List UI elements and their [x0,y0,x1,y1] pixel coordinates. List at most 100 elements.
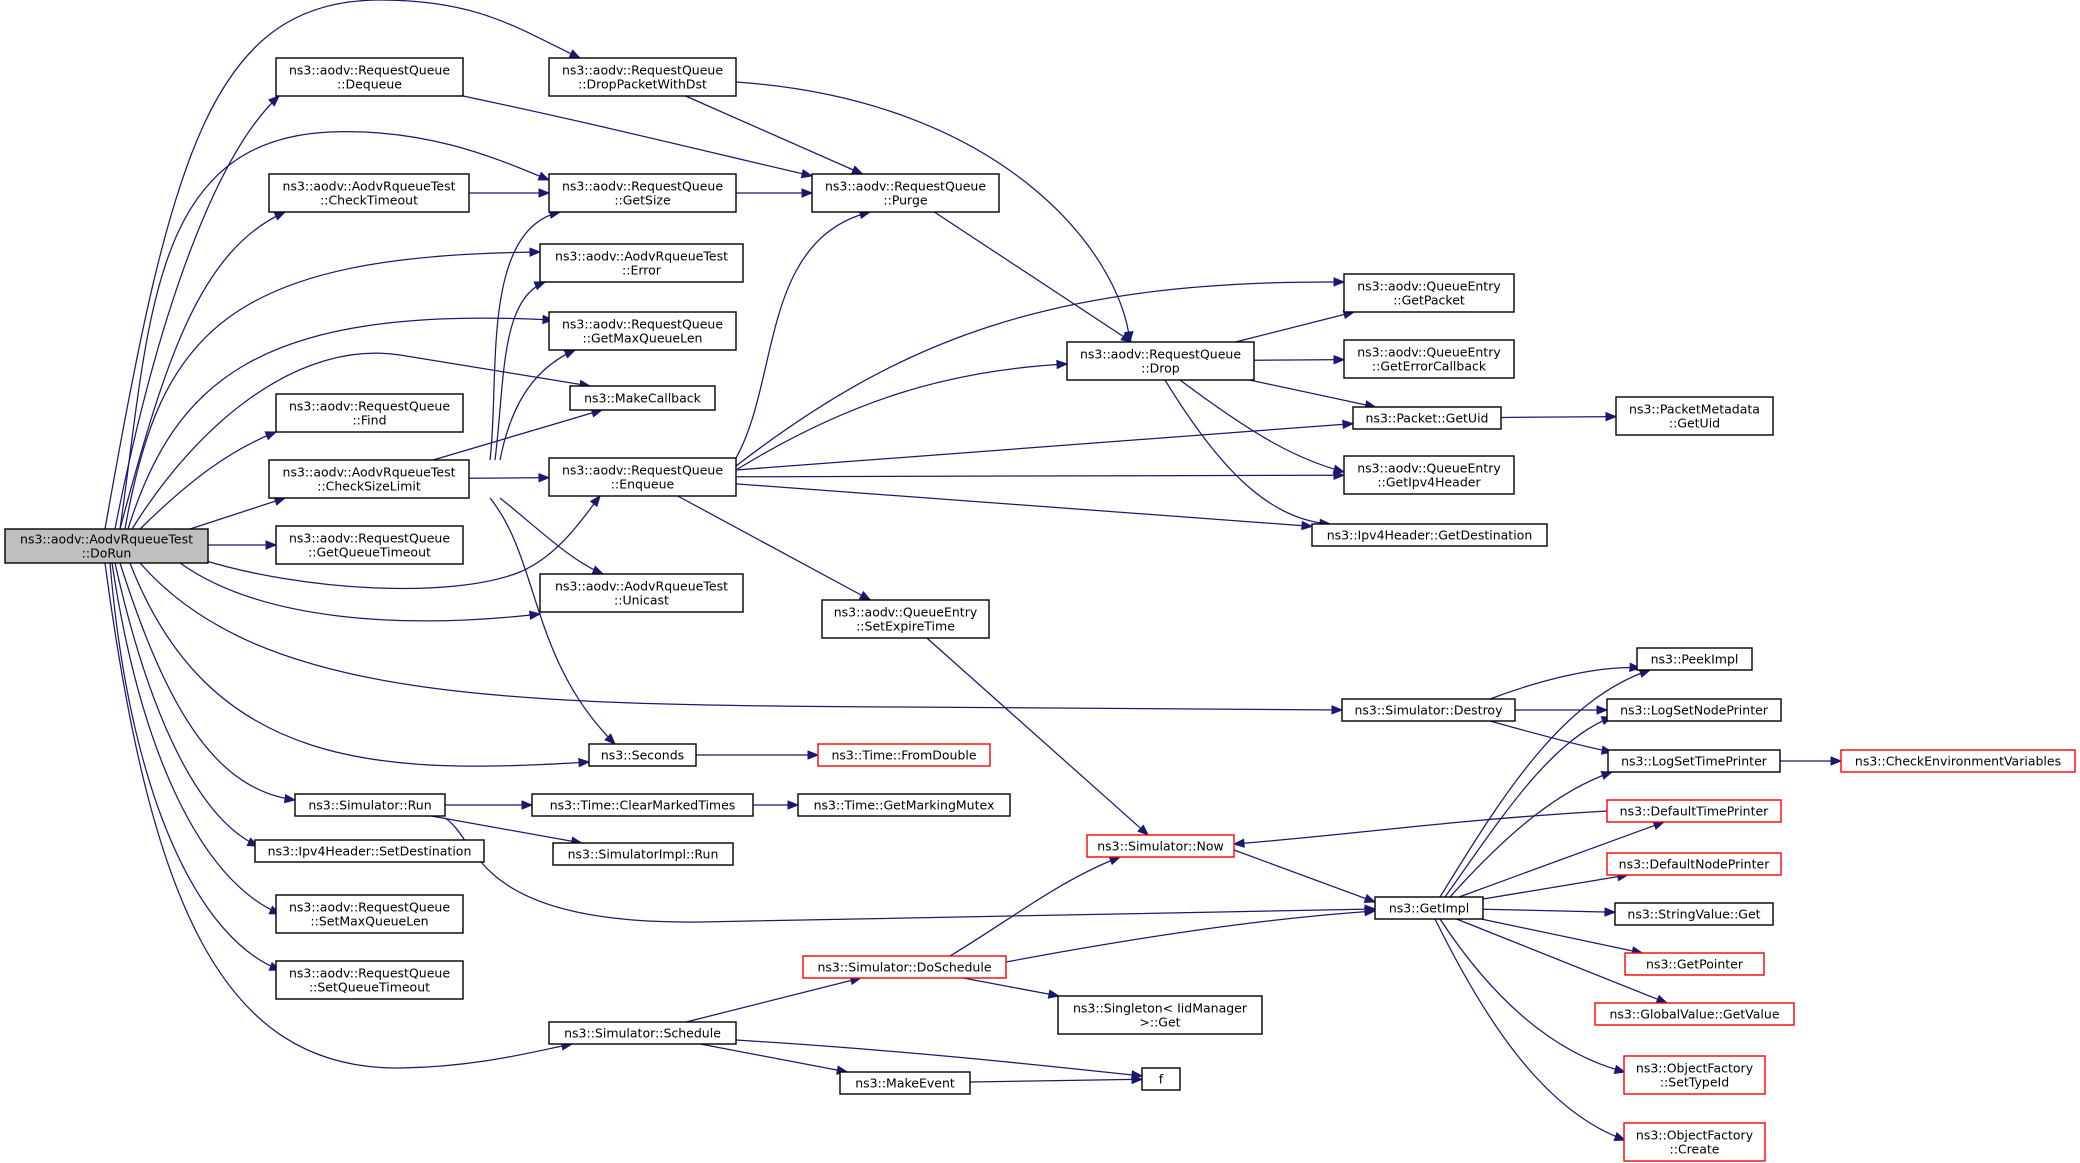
node-globalValueGetValue[interactable]: ns3::GlobalValue::GetValue [1594,1002,1795,1026]
arrowhead-icon [538,473,551,483]
arrowhead-icon [1604,907,1617,917]
call-edge-clearMarkedTimes-to-getMarkingMutex [753,800,800,810]
node-label: ::SetQueueTimeout [309,980,430,995]
node-getImpl[interactable]: ns3::GetImpl [1374,896,1484,920]
node-create[interactable]: ns3::ObjectFactory::Create [1623,1122,1766,1162]
node-label: ns3::Time::ClearMarkedTimes [550,798,736,813]
call-edge-checkSizeLimit-to-error [494,281,547,461]
node-label: ns3::Simulator::Destroy [1355,703,1504,718]
node-peekImpl[interactable]: ns3::PeekImpl [1636,647,1753,671]
node-drop[interactable]: ns3::aodv::RequestQueue::Drop [1066,341,1255,381]
node-simImplRun[interactable]: ns3::SimulatorImpl::Run [552,842,734,866]
node-label: ns3::aodv::AodvRqueueTest [555,249,728,264]
node-doSchedule[interactable]: ns3::Simulator::DoSchedule [802,955,1007,979]
node-logSetTimePrinter[interactable]: ns3::LogSetTimePrinter [1607,749,1781,773]
node-enqueue[interactable]: ns3::aodv::RequestQueue::Enqueue [548,457,737,497]
call-edge-dropPacketWithDst-to-purge [685,95,864,175]
node-setQueueTimeout[interactable]: ns3::aodv::RequestQueue::SetQueueTimeout [275,960,464,1000]
node-purge[interactable]: ns3::aodv::RequestQueue::Purge [811,173,1000,213]
node-label: ::GetQueueTimeout [308,545,431,560]
arrowhead-icon [568,49,582,59]
node-logSetNodePrinter[interactable]: ns3::LogSetNodePrinter [1606,698,1782,722]
node-checkSizeLimit[interactable]: ns3::aodv::AodvRqueueTest::CheckSizeLimi… [268,459,470,499]
node-find[interactable]: ns3::aodv::RequestQueue::Find [275,393,464,433]
arrowhead-icon [1363,893,1377,903]
arrowhead-icon [1232,838,1245,848]
call-edge-doRun-to-getQueueTimeout [203,540,278,550]
arrowhead-icon [1332,464,1346,474]
arrowhead-icon [265,540,278,550]
call-edge-doRun-to-checkSizeLimit [189,496,287,530]
node-box [548,1021,737,1045]
node-setMaxQueueLen[interactable]: ns3::aodv::RequestQueue::SetMaxQueueLen [275,894,464,934]
node-setDestination[interactable]: ns3::Ipv4Header::SetDestination [254,839,485,863]
node-makeCallback[interactable]: ns3::MakeCallback [569,385,716,411]
call-edge-doRun-to-unicast [179,562,542,622]
call-edge-dequeue-to-purge [462,95,814,179]
node-checkEnvVars[interactable]: ns3::CheckEnvironmentVariables [1840,749,2076,773]
node-seconds[interactable]: ns3::Seconds [588,743,697,767]
call-edge-doRun-to-makeCallback [131,352,592,530]
node-metadataGetUid[interactable]: ns3::PacketMetadata::GetUid [1615,396,1774,436]
arrowhead-icon [787,800,800,810]
arrowhead-icon [1596,705,1609,715]
node-label: ns3::aodv::RequestQueue [562,317,723,332]
node-dequeue[interactable]: ns3::aodv::RequestQueue::Dequeue [275,57,464,97]
node-checkTimeout[interactable]: ns3::aodv::AodvRqueueTest::CheckTimeout [268,173,470,213]
node-makeEvent[interactable]: ns3::MakeEvent [839,1071,971,1095]
node-schedule[interactable]: ns3::Simulator::Schedule [548,1021,737,1045]
node-getMaxQueueLen[interactable]: ns3::aodv::RequestQueue::GetMaxQueueLen [548,311,737,351]
node-box [1311,523,1548,547]
node-simDestroy[interactable]: ns3::Simulator::Destroy [1341,698,1516,722]
node-stringValueGet[interactable]: ns3::StringValue::Get [1614,902,1774,926]
node-defaultTimePrinter[interactable]: ns3::DefaultTimePrinter [1606,799,1782,823]
call-edge-checkSizeLimit-to-seconds [489,497,616,745]
node-setExpireTime[interactable]: ns3::aodv::QueueEntry::SetExpireTime [821,599,990,639]
node-box [1606,698,1782,722]
node-label: ns3::StringValue::Get [1627,907,1760,922]
node-f[interactable]: f [1141,1067,1181,1091]
node-label: ns3::aodv::RequestQueue [1080,347,1241,362]
node-dropPacketWithDst[interactable]: ns3::aodv::RequestQueue::DropPacketWithD… [548,57,737,97]
node-getQueueTimeout[interactable]: ns3::aodv::RequestQueue::GetQueueTimeout [275,525,464,565]
node-error[interactable]: ns3::aodv::AodvRqueueTest::Error [539,243,744,283]
node-setTypeId[interactable]: ns3::ObjectFactory::SetTypeId [1623,1055,1766,1095]
node-label: ns3::Simulator::Now [1097,839,1224,854]
node-label: ns3::CheckEnvironmentVariables [1855,754,2061,769]
call-edge-doRun-to-simRun [119,562,297,804]
arrowhead-icon [1613,1064,1627,1074]
node-getMarkingMutex[interactable]: ns3::Time::GetMarkingMutex [797,793,1011,817]
call-edge-simDestroy-to-logSetNodePrinter [1515,705,1609,715]
arrowhead-icon [1605,411,1618,422]
node-simRun[interactable]: ns3::Simulator::Run [294,793,446,817]
node-defaultNodePrinter[interactable]: ns3::DefaultNodePrinter [1606,852,1782,876]
node-fromDouble[interactable]: ns3::Time::FromDouble [817,743,991,767]
node-label: ns3::Simulator::DoSchedule [817,960,991,975]
node-label: ns3::aodv::RequestQueue [562,63,723,78]
call-edge-simRun-to-getImpl [444,817,1377,923]
arrowhead-icon [268,95,280,107]
node-getPacket[interactable]: ns3::aodv::QueueEntry::GetPacket [1343,273,1515,313]
node-getIpv4Header[interactable]: ns3::aodv::QueueEntry::GetIpv4Header [1343,455,1515,495]
node-box [1606,799,1782,823]
node-getErrorCallback[interactable]: ns3::aodv::QueueEntry::GetErrorCallback [1343,339,1515,379]
node-singletonGet[interactable]: ns3::Singleton< IidManager >::Get [1057,995,1263,1035]
arrowhead-icon [807,750,820,760]
arrowhead-icon [283,793,297,804]
call-edge-makeEvent-to-f [969,1074,1144,1085]
node-label: ns3::MakeCallback [584,391,702,406]
node-simNow[interactable]: ns3::Simulator::Now [1086,834,1235,858]
node-label: >::Get [1139,1015,1180,1030]
node-getSize[interactable]: ns3::aodv::RequestQueue::GetSize [548,173,737,213]
arrowhead-icon [542,314,555,325]
node-box [275,57,464,97]
call-edge-enqueue-to-drop [735,359,1069,471]
node-packetGetUid[interactable]: ns3::Packet::GetUid [1352,406,1502,430]
arrowhead-icon [264,431,278,441]
node-doRun[interactable]: ns3::aodv::AodvRqueueTest::DoRun [4,528,209,564]
node-box [268,459,470,499]
node-unicast[interactable]: ns3::aodv::AodvRqueueTest::Unicast [539,573,744,613]
node-clearMarkedTimes[interactable]: ns3::Time::ClearMarkedTimes [531,793,754,817]
node-getPointer[interactable]: ns3::GetPointer [1624,952,1765,976]
node-getDestination[interactable]: ns3::Ipv4Header::GetDestination [1311,523,1548,547]
